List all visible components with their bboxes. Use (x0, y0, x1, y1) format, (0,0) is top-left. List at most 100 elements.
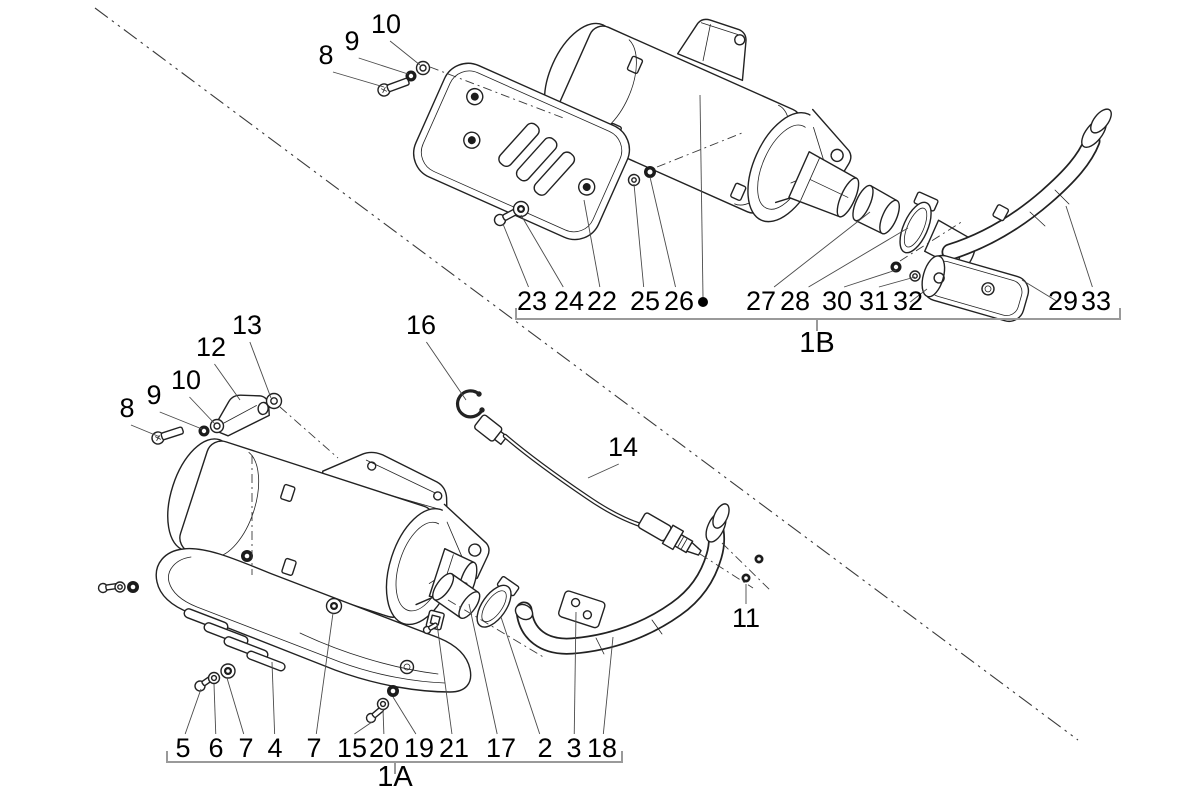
grommet-top-shield (241, 550, 253, 562)
gasket-27 (852, 184, 900, 235)
bullet-marker (698, 297, 708, 307)
leader-bullet (699, 94, 704, 298)
callout-14: 14 (608, 432, 638, 462)
muffler-body-1a (167, 438, 490, 626)
callout-22: 22 (587, 286, 617, 316)
header-pipe-33 (941, 108, 1112, 261)
callout-19: 19 (404, 733, 434, 763)
washer-6 (207, 671, 221, 685)
grommet-7 (220, 663, 236, 679)
clamp-2 (476, 575, 520, 628)
washer-31 (909, 270, 921, 282)
callout-17: 17 (486, 733, 516, 763)
shield-4-hole (399, 659, 415, 675)
callout-9: 9 (146, 380, 161, 410)
lambda-sensor-14 (474, 414, 702, 556)
axis-lines-1b (429, 66, 964, 262)
leader-25 (633, 183, 645, 288)
leader-9 (358, 57, 409, 75)
leader-31 (878, 276, 916, 288)
callout-7: 7 (238, 733, 253, 763)
leader-8 (130, 424, 161, 438)
callout-21: 21 (439, 733, 469, 763)
exhaust-pipe-18 (514, 503, 730, 655)
nut-11b (754, 554, 764, 564)
washer-20 (376, 697, 390, 711)
circlip-16 (455, 389, 485, 419)
grommet-7-mid (325, 597, 343, 615)
leader-13 (249, 341, 272, 399)
gasket-17 (432, 572, 481, 619)
group-bracket-1A (166, 751, 623, 774)
leader-10 (189, 396, 216, 425)
callout-8: 8 (119, 393, 134, 423)
leader-4 (271, 661, 276, 735)
washer-9-1b (405, 70, 417, 82)
leader-7 (226, 677, 245, 735)
sensor-boss-33 (992, 204, 1010, 222)
nut-11a (741, 573, 751, 583)
axis-lines-1a (251, 406, 773, 659)
leader-9 (159, 411, 203, 430)
leader-2 (500, 616, 541, 735)
grommet-left (127, 581, 139, 593)
heat-shield-22 (413, 62, 631, 241)
leader-19 (392, 696, 417, 735)
callout-11: 11 (732, 603, 760, 633)
leader-28 (808, 227, 909, 288)
leader-32 (910, 288, 928, 303)
callout-12: 12 (196, 332, 226, 362)
leader-23 (502, 223, 529, 288)
callout-18: 18 (587, 733, 617, 763)
pipe-bracket-3 (557, 590, 606, 629)
leader-3 (573, 611, 577, 735)
callout-10: 10 (171, 365, 201, 395)
leader-18 (602, 636, 614, 735)
callout-24: 24 (554, 286, 584, 316)
separator-line (94, 7, 1079, 741)
callout-23: 23 (517, 286, 547, 316)
leader-33 (1065, 205, 1093, 288)
callout-5: 5 (175, 733, 190, 763)
leader-12 (214, 363, 241, 401)
bracket-12 (212, 394, 270, 437)
callout-15: 15 (337, 733, 367, 763)
callout-6: 6 (208, 733, 223, 763)
callout-26: 26 (664, 286, 694, 316)
shield-22-slots (498, 122, 576, 196)
callout-30: 30 (822, 286, 852, 316)
leader-8 (332, 71, 385, 88)
washer-9-1a (198, 425, 210, 437)
hanger-bracket-1b (676, 18, 747, 82)
callout-32: 32 (893, 286, 923, 316)
leader-6 (213, 683, 217, 735)
shield-4-slots (183, 608, 286, 672)
callout-7: 7 (306, 733, 321, 763)
callout-4: 4 (267, 733, 282, 763)
washer-13 (265, 392, 283, 410)
leader-30 (843, 269, 897, 288)
grommet-24 (512, 200, 530, 218)
callout-31: 31 (859, 286, 889, 316)
leader-21 (436, 623, 453, 735)
washer-25 (627, 173, 641, 187)
callout-10: 10 (371, 9, 401, 39)
leader-10 (389, 40, 421, 66)
leader-14 (587, 463, 619, 479)
callout-27: 27 (746, 286, 776, 316)
leader-29 (1021, 279, 1059, 303)
leader-24 (520, 214, 564, 288)
callout-2: 2 (537, 733, 552, 763)
washer-left (114, 581, 126, 593)
assembly-label-1A: 1A (377, 761, 413, 793)
group-bracket-1B (515, 308, 1121, 331)
callout-16: 16 (406, 310, 436, 340)
callout-29: 29 (1048, 286, 1078, 316)
screw-8-1b (377, 77, 410, 97)
nut-30 (890, 261, 902, 273)
leader-5 (184, 688, 202, 735)
